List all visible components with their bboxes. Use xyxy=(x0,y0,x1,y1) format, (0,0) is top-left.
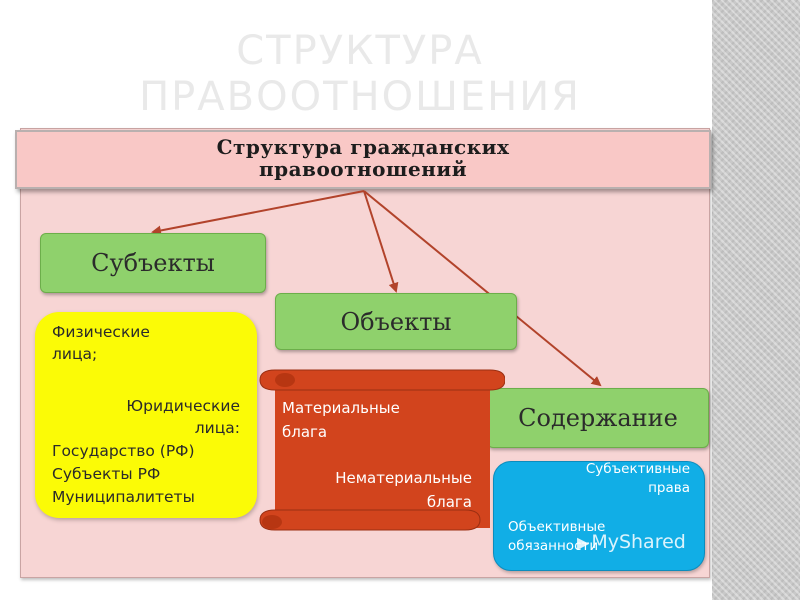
content-label: Содержание xyxy=(518,404,678,432)
objects-label: Объекты xyxy=(340,307,452,336)
subjects-item: лица: xyxy=(194,419,240,437)
subjects-box: Субъекты xyxy=(40,233,266,293)
content-item: Субъективные xyxy=(585,461,690,477)
subjects-item: лица; xyxy=(52,345,98,363)
slide-title-line-2: ПРАВООТНОШЕНИЯ xyxy=(139,74,581,120)
objects-item: Нематериальные xyxy=(335,469,472,487)
slide-title-line-1: СТРУКТУРА xyxy=(236,28,484,74)
diagram-header: Структура гражданских правоотношений xyxy=(15,130,711,189)
diagram-header-line-1: Структура гражданских xyxy=(216,135,510,159)
subjects-list-box: Физические лица; Юридические лица: Госуд… xyxy=(35,312,257,518)
content-item: обязанности xyxy=(508,538,599,554)
watermark-text: MyShared xyxy=(591,531,686,553)
subjects-item: Юридические xyxy=(126,397,240,415)
diagram-header-line-2: правоотношений xyxy=(258,157,468,181)
objects-box: Объекты xyxy=(275,293,517,350)
content-list-box: Субъективные права Объективные обязаннос… xyxy=(493,461,705,571)
subjects-item: Государство (РФ) xyxy=(52,442,195,460)
content-box: Содержание xyxy=(487,388,709,448)
objects-list-scroll: Материальные блага Нематериальные блага xyxy=(250,362,505,538)
watermark-logo-icon: ▶ xyxy=(577,533,590,552)
scroll-shape xyxy=(259,369,505,531)
subjects-item: Муниципалитеты xyxy=(52,488,195,506)
subjects-label: Субъекты xyxy=(91,249,215,277)
content-item: Объективные xyxy=(508,519,606,535)
slide-title: СТРУКТУРА ПРАВООТНОШЕНИЯ xyxy=(60,28,660,120)
watermark: ▶MyShared xyxy=(577,531,686,553)
objects-item: блага xyxy=(426,493,472,511)
decorative-side-strip xyxy=(712,0,800,600)
subjects-item: Субъекты РФ xyxy=(52,465,161,483)
subjects-item: Физические xyxy=(52,323,150,341)
objects-item: блага xyxy=(282,423,328,441)
content-item: права xyxy=(648,480,690,496)
objects-item: Материальные xyxy=(282,399,400,417)
